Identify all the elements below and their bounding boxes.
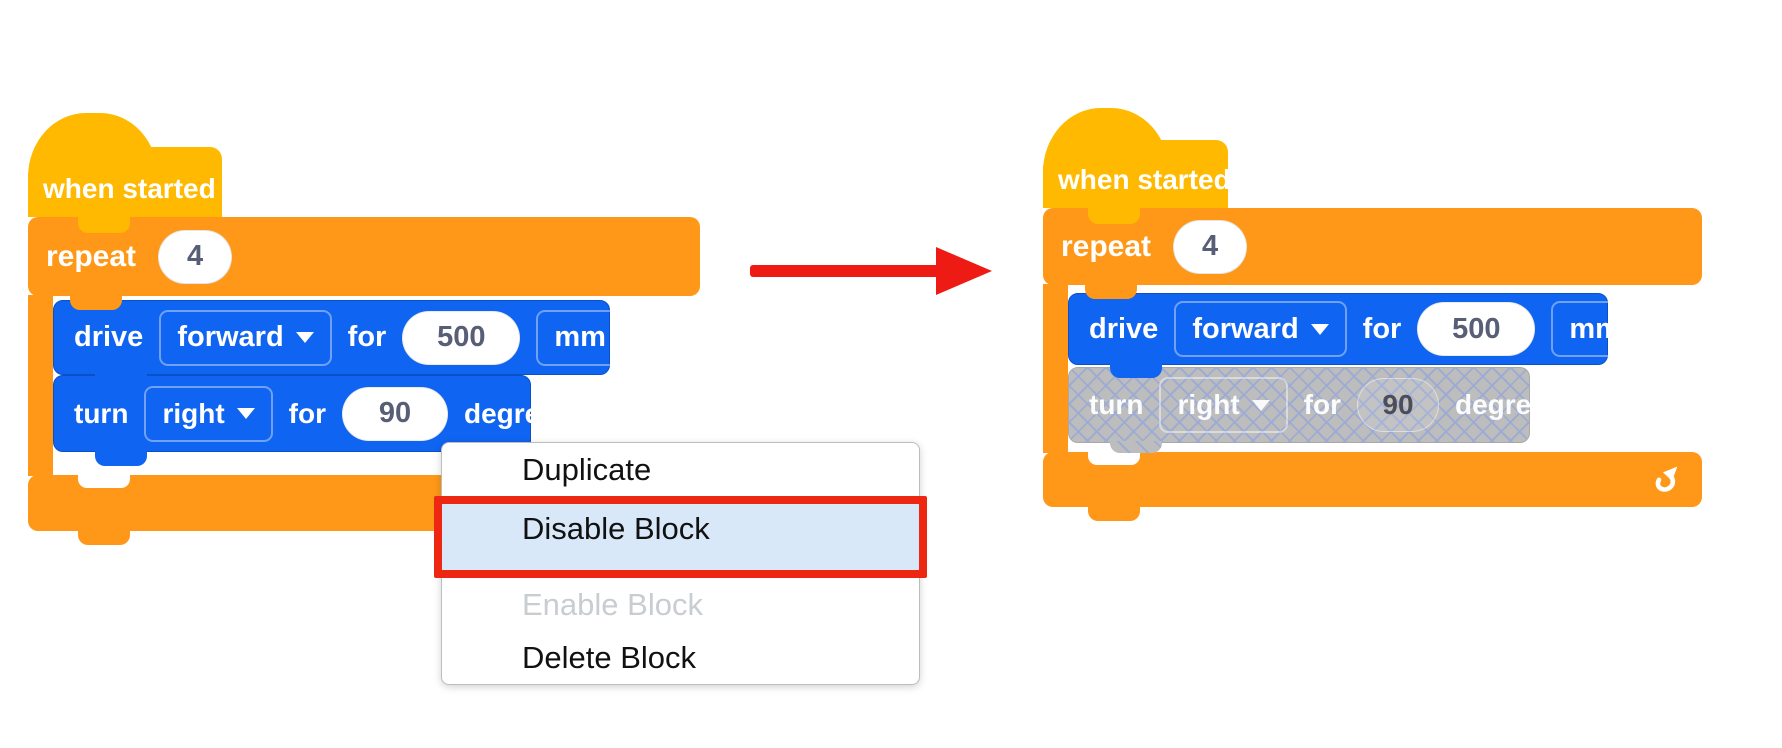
- turn-direction-value: right: [1177, 389, 1240, 420]
- arrow-head: [936, 247, 992, 295]
- chevron-down-icon: [617, 332, 636, 343]
- drive-distance-input[interactable]: 500: [402, 310, 521, 365]
- drive-direction-value: forward: [1192, 312, 1299, 345]
- loop-arrow-icon: [1650, 461, 1684, 498]
- hat-base-shape: [1043, 166, 1228, 208]
- repeat-bottom-tab: [1088, 505, 1140, 521]
- drive-for-label: for: [347, 321, 387, 353]
- drive-unit-value: mm: [1569, 312, 1621, 345]
- turn-verb-label: turn: [74, 397, 129, 429]
- chevron-down-icon: [236, 408, 255, 419]
- menu-item-delete-block[interactable]: Delete Block: [522, 640, 697, 675]
- repeat-block-bottom[interactable]: [1043, 452, 1702, 507]
- repeat-label: repeat: [1061, 229, 1152, 263]
- drive-block[interactable]: drive forward for 500 mm: [53, 300, 654, 375]
- turn-block-disabled[interactable]: turn right for 90 degrees: [1068, 367, 1562, 443]
- turn-verb-label: turn: [1089, 389, 1144, 420]
- chevron-down-icon: [295, 332, 314, 343]
- chevron-down-icon: [1632, 323, 1651, 335]
- turn-direction-value: right: [162, 397, 225, 429]
- drive-direction-value: forward: [177, 321, 284, 353]
- drive-block-tab: [1110, 363, 1162, 378]
- menu-item-disable-block[interactable]: Disable Block: [434, 496, 927, 578]
- arrow-shaft: [750, 265, 940, 277]
- turn-block-tab: [1110, 441, 1162, 453]
- drive-for-label: for: [1362, 312, 1402, 345]
- hat-tab: [1088, 206, 1140, 224]
- drive-unit-value: mm: [554, 321, 606, 353]
- repeat-bottom-notch: [78, 474, 130, 488]
- repeat-bottom-tab: [78, 529, 130, 545]
- drive-block[interactable]: drive forward for 500 mm: [1068, 293, 1669, 365]
- turn-angle-input[interactable]: 90: [1356, 378, 1439, 432]
- repeat-spine: [28, 295, 53, 476]
- drive-unit-dropdown[interactable]: mm: [1551, 301, 1669, 357]
- repeat-spine: [1043, 284, 1068, 453]
- turn-direction-dropdown[interactable]: right: [144, 385, 273, 442]
- drive-direction-dropdown[interactable]: forward: [1174, 301, 1347, 357]
- hat-base-shape: [28, 173, 222, 217]
- turn-unit-label: degrees: [1454, 389, 1563, 420]
- menu-item-enable-block: Enable Block: [522, 587, 703, 622]
- chevron-down-icon: [1251, 399, 1270, 411]
- when-started-block[interactable]: when started: [28, 113, 222, 217]
- repeat-count-input[interactable]: 4: [158, 229, 233, 284]
- repeat-label: repeat: [46, 239, 137, 273]
- repeat-block-top[interactable]: repeat 4: [28, 217, 700, 296]
- context-menu: Duplicate Disable Block Enable Block Del…: [434, 442, 927, 685]
- turn-angle-input[interactable]: 90: [341, 386, 448, 441]
- drive-block-tab: [95, 373, 147, 388]
- hat-tab: [78, 215, 130, 233]
- drive-verb-label: drive: [1089, 312, 1159, 345]
- turn-unit-label: degrees: [463, 397, 572, 429]
- repeat-count-input[interactable]: 4: [1173, 219, 1248, 274]
- repeat-bottom-notch: [1088, 451, 1140, 465]
- drive-verb-label: drive: [74, 321, 144, 353]
- drive-distance-input[interactable]: 500: [1417, 302, 1536, 356]
- repeat-block-top[interactable]: repeat 4: [1043, 208, 1702, 285]
- hat-label: when started: [1058, 164, 1231, 195]
- turn-for-label: for: [288, 397, 326, 429]
- turn-for-label: for: [1303, 389, 1341, 420]
- hat-label: when started: [43, 173, 216, 204]
- when-started-block[interactable]: when started: [1043, 108, 1231, 208]
- menu-item-duplicate[interactable]: Duplicate: [522, 452, 652, 487]
- chevron-down-icon: [1310, 323, 1329, 335]
- drive-unit-dropdown[interactable]: mm: [536, 309, 654, 366]
- repeat-inner-tab: [1085, 283, 1137, 299]
- drive-direction-dropdown[interactable]: forward: [159, 309, 332, 366]
- turn-block-tab: [95, 450, 147, 466]
- turn-direction-dropdown[interactable]: right: [1159, 377, 1288, 433]
- repeat-inner-tab: [70, 294, 122, 310]
